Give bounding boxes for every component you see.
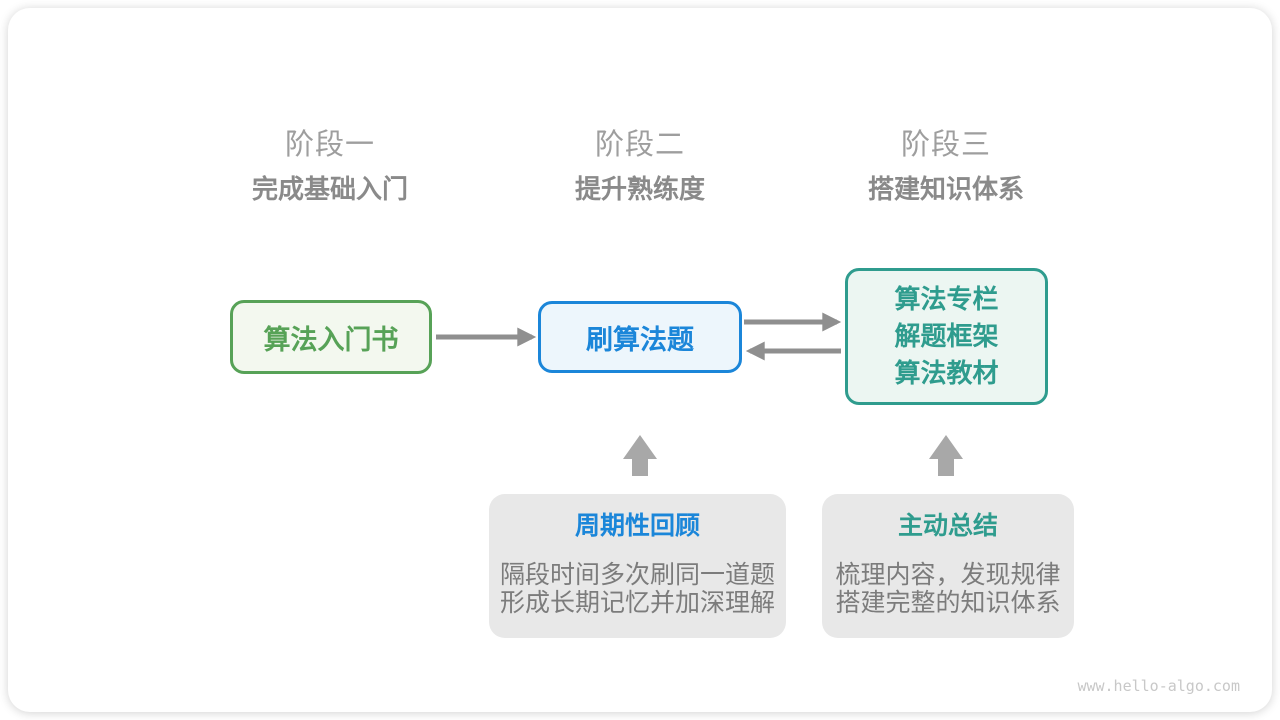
site-watermark: www.hello-algo.com: [1077, 677, 1240, 695]
flow-box-advanced-line-2: 解题框架: [894, 321, 999, 351]
note-active-summary-line-2: 搭建完整的知识体系: [835, 589, 1061, 617]
stage-1-subtitle: 完成基础入门: [251, 174, 408, 204]
flow-box-advanced-line-1: 算法专栏: [894, 284, 999, 314]
flow-box-practice-problems: 刷算法题: [538, 301, 742, 373]
flow-box-beginner-book: 算法入门书: [230, 300, 432, 374]
stage-header-2: 阶段二 提升熟练度: [490, 130, 790, 203]
flow-box-beginner-book-label: 算法入门书: [263, 324, 399, 355]
note-periodic-review-body: 隔段时间多次刷同一道题 形成长期记忆并加深理解: [489, 561, 786, 617]
flow-box-advanced-line-3: 算法教材: [894, 358, 999, 388]
stage-2-subtitle: 提升熟练度: [574, 174, 705, 204]
stage-3-title: 阶段三: [900, 129, 991, 161]
note-active-summary-line-1: 梳理内容，发现规律: [835, 561, 1061, 589]
note-active-summary-body: 梳理内容，发现规律 搭建完整的知识体系: [822, 561, 1074, 617]
stage-2-title: 阶段二: [594, 129, 685, 161]
flow-box-advanced-resources: 算法专栏 解题框架 算法教材: [845, 268, 1048, 405]
note-card-active-summary: 主动总结 梳理内容，发现规律 搭建完整的知识体系: [822, 494, 1074, 638]
flow-box-practice-problems-label: 刷算法题: [586, 324, 694, 355]
note-card-periodic-review: 周期性回顾 隔段时间多次刷同一道题 形成长期记忆并加深理解: [489, 494, 786, 638]
note-periodic-review-title: 周期性回顾: [574, 512, 700, 540]
stage-1-title: 阶段一: [284, 129, 375, 161]
stage-header-3: 阶段三 搭建知识体系: [796, 130, 1096, 203]
note-active-summary-title: 主动总结: [897, 512, 998, 540]
note-periodic-review-line-1: 隔段时间多次刷同一道题: [499, 561, 775, 589]
stage-3-subtitle: 搭建知识体系: [867, 174, 1024, 204]
stage-header-1: 阶段一 完成基础入门: [180, 130, 480, 203]
note-periodic-review-line-2: 形成长期记忆并加深理解: [499, 589, 775, 617]
